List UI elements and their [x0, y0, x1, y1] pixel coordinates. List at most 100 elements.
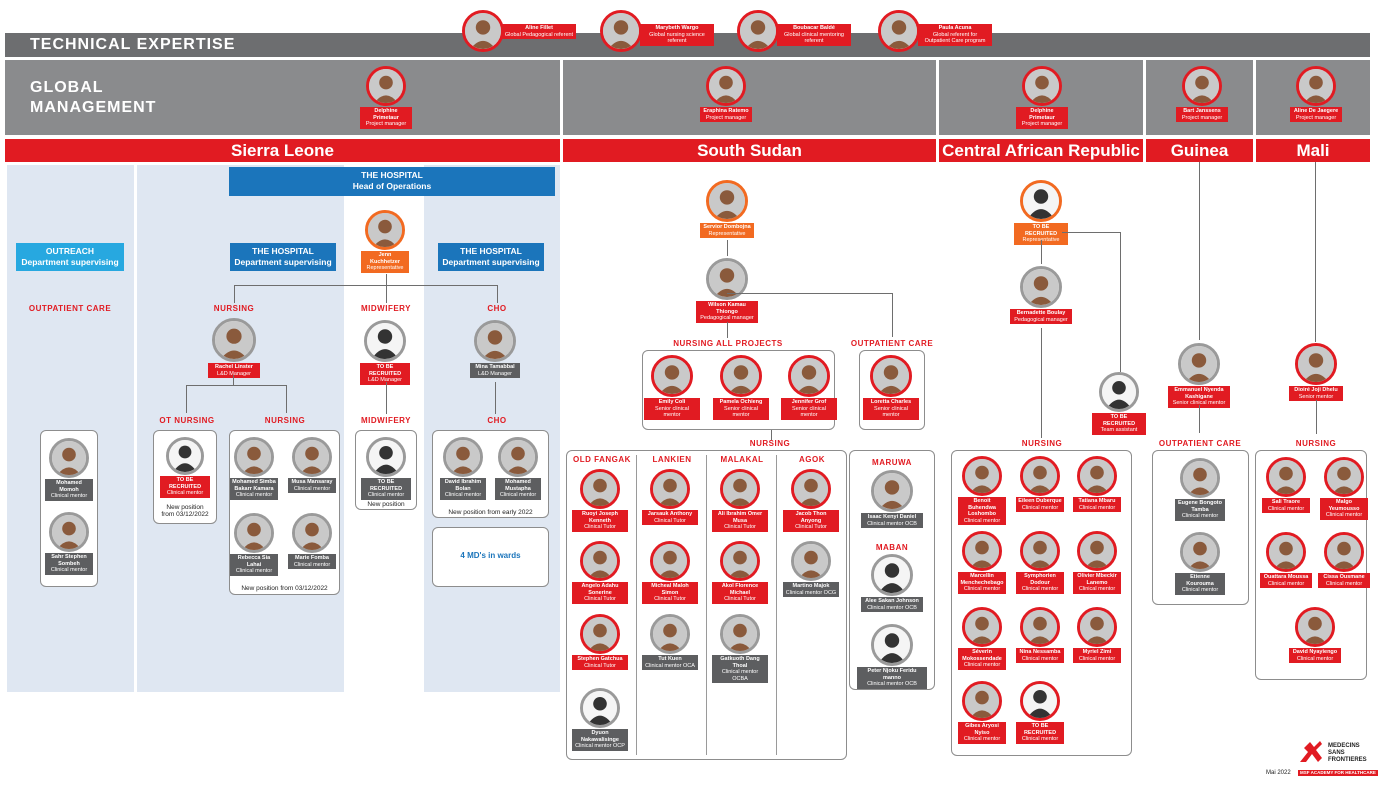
person-name: Gibes Aryosi Nyiso	[965, 723, 999, 736]
person-name: David Ibrahim Bolan	[444, 479, 482, 492]
maruwa-title: MARUWA	[872, 458, 912, 467]
column-divider	[776, 455, 777, 755]
car-nursing-title: NURSING	[1021, 439, 1063, 448]
person-photo	[580, 541, 620, 581]
note-line: from 03/12/2022	[161, 511, 209, 518]
person-photo	[366, 66, 406, 106]
person-name: Bart Janssens	[1183, 108, 1221, 114]
person-photo	[1295, 343, 1337, 385]
person-name: Servior Dombojna	[703, 224, 751, 230]
box-line2: Department supervising	[442, 257, 540, 267]
person-photo	[1266, 532, 1306, 572]
person-role: Pedagogical manager	[700, 315, 754, 321]
connector-line	[495, 382, 496, 414]
person-role: Clinical mentor	[166, 490, 204, 496]
person-role: Senior clinical mentor	[874, 405, 908, 419]
connector-line	[1041, 240, 1042, 264]
connector-line	[386, 274, 387, 303]
cho-title: CHO	[487, 304, 507, 313]
note-line: New position	[166, 504, 204, 511]
person-photo	[1077, 607, 1117, 647]
person-photo	[791, 469, 831, 509]
person-photo	[234, 437, 274, 477]
person-photo	[651, 355, 693, 397]
person-photo	[1182, 66, 1222, 106]
person-role: Clinical mentor OCB	[867, 520, 917, 527]
person-role: Clinical mentor	[963, 517, 1001, 524]
person-name: Jenn Kuchhetzer	[370, 252, 400, 265]
global-management-label: GLOBAL MANAGEMENT	[30, 78, 156, 118]
person-name: Séverin Mokossendade	[962, 649, 1002, 662]
person-photo	[650, 469, 690, 509]
person-photo	[1178, 343, 1220, 385]
person-photo	[962, 531, 1002, 571]
person-name: Isaac Kenyi Daniel	[867, 514, 917, 520]
person-role: Senior clinical mentor	[1172, 400, 1226, 406]
person-photo	[366, 437, 406, 477]
person-name: TO BE RECRUITED	[368, 364, 402, 377]
logo-line1: MEDECINS	[1328, 743, 1360, 749]
person-role: Clinical mentor OCA	[645, 662, 695, 669]
person-role: Senior clinical mentor	[792, 405, 826, 419]
column-divider	[636, 455, 637, 755]
person-photo	[1324, 457, 1364, 497]
person-role: Global referent for Outpatient Care prog…	[924, 31, 986, 45]
person-role: Clinical Tutor	[724, 596, 756, 602]
person-name: TO BE RECRUITED	[369, 479, 403, 492]
person-role: Clinical Tutor	[584, 662, 616, 669]
person-name: Mohamed Mustapha	[505, 479, 531, 492]
person-role: Clinical mentor	[1267, 580, 1305, 587]
person-photo	[49, 438, 89, 478]
person-photo	[580, 614, 620, 654]
person-name: Akol Florence Michael	[721, 583, 759, 596]
person-photo	[870, 355, 912, 397]
person-photo	[292, 513, 332, 553]
person-photo	[1099, 372, 1139, 412]
person-role: Clinical mentor	[1181, 587, 1219, 593]
person-photo	[720, 355, 762, 397]
person-name: David Nyayiengo	[1292, 649, 1338, 655]
person-name: Nina Nessamba	[1019, 649, 1061, 655]
country-guinea: Guinea	[1146, 139, 1253, 162]
global-management-band-sl	[5, 60, 560, 135]
person-name: Loretta Charles	[870, 399, 912, 405]
nursing-all-title: NURSING ALL PROJECTS	[673, 339, 783, 348]
person-role: Project manager	[705, 114, 747, 121]
site-title: LANKIEN	[652, 455, 692, 464]
person-role: Clinical mentor	[1078, 655, 1116, 662]
person-name: Myriel Zimi	[1082, 649, 1112, 655]
person-role: Senior mentor	[1298, 393, 1334, 400]
person-name: Ruoyi Joseph Kenneth	[581, 511, 619, 524]
person-photo	[962, 607, 1002, 647]
person-role: Clinical mentor	[963, 736, 1001, 742]
person-role: L&D Manager	[478, 370, 512, 377]
person-photo	[720, 469, 760, 509]
person-role: Clinical mentor	[1296, 655, 1334, 662]
person-photo	[1180, 532, 1220, 572]
connector-line	[386, 382, 387, 414]
person-name: Eileen Duberque	[1018, 498, 1062, 504]
midwifery-note: New position	[367, 501, 405, 508]
connector-line	[727, 240, 728, 256]
person-role: Global clinical mentoring referent	[784, 31, 844, 45]
person-role: Clinical mentor OCB	[867, 681, 917, 687]
